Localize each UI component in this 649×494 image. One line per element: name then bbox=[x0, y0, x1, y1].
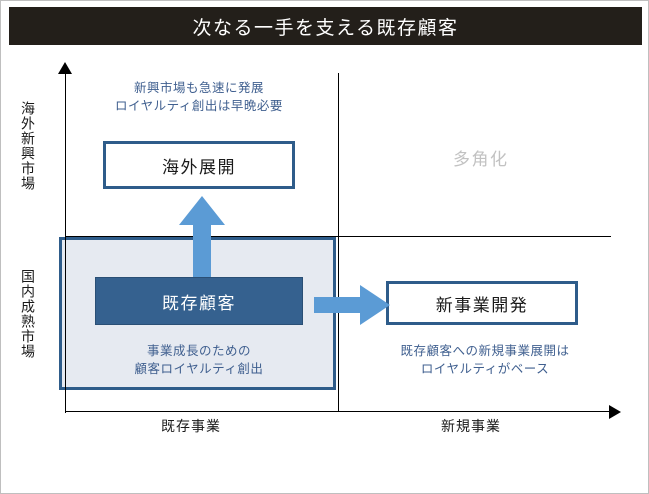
annotation-overseas: 新興市場も急速に発展 ロイヤルティ創出は早晩必要 bbox=[93, 79, 305, 115]
node-existing-customers[interactable]: 既存顧客 bbox=[95, 277, 303, 325]
x-axis-arrowhead-icon bbox=[609, 405, 621, 419]
quadrant-divider-vertical bbox=[338, 73, 340, 411]
node-diversification-label: 多角化 bbox=[453, 150, 509, 169]
x-axis-label-left: 既存事業 bbox=[161, 418, 221, 434]
y-axis-line bbox=[65, 71, 67, 413]
x-axis-label-right: 新規事業 bbox=[441, 418, 501, 434]
y-axis-arrowhead-icon bbox=[58, 62, 72, 74]
node-new-business-label: 新事業開発 bbox=[435, 295, 529, 315]
annotation-overseas-line1: 新興市場も急速に発展 bbox=[133, 81, 264, 95]
node-new-business[interactable]: 新事業開発 bbox=[386, 281, 578, 325]
arrow-right-icon bbox=[314, 285, 390, 325]
title-bar: 次なる一手を支える既存顧客 bbox=[9, 7, 642, 45]
y-axis-label-bottom: 国内成熟市場 bbox=[20, 269, 36, 359]
annotation-newbiz-line1: 既存顧客への新規事業展開は bbox=[400, 344, 570, 358]
node-existing-customers-label: 既存顧客 bbox=[162, 293, 236, 313]
x-axis-line bbox=[65, 411, 611, 413]
y-axis-label-top: 海外新興市場 bbox=[20, 101, 36, 191]
annotation-existing-customers: 事業成長のための 顧客ロイヤルティ創出 bbox=[83, 342, 315, 378]
annotation-overseas-line2: ロイヤルティ創出は早晩必要 bbox=[115, 99, 283, 114]
annotation-new-business: 既存顧客への新規事業展開は ロイヤルティがベース bbox=[369, 342, 601, 378]
annotation-newbiz-line2: ロイヤルティがベース bbox=[420, 362, 550, 377]
annotation-existing-line1: 事業成長のための bbox=[146, 344, 251, 358]
node-overseas-expansion-label: 海外展開 bbox=[162, 157, 236, 177]
page-title: 次なる一手を支える既存顧客 bbox=[192, 17, 459, 39]
node-overseas-expansion[interactable]: 海外展開 bbox=[103, 141, 295, 189]
annotation-existing-line2: 顧客ロイヤルティ創出 bbox=[134, 362, 264, 377]
arrow-up-icon bbox=[179, 196, 225, 285]
